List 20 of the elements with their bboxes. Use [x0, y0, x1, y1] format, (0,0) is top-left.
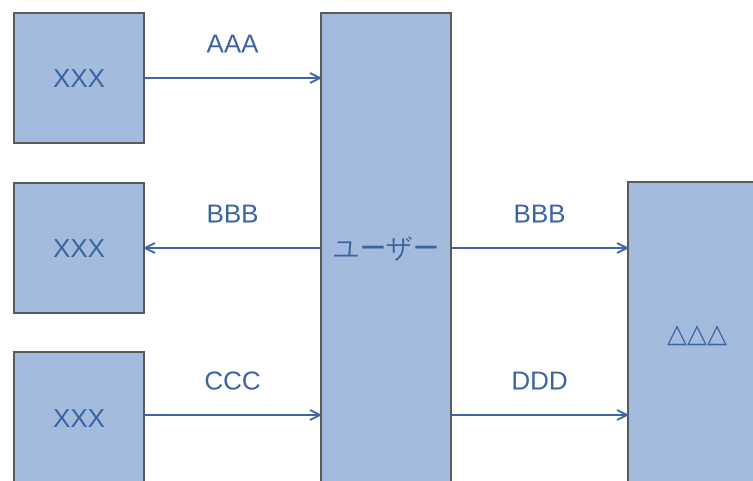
- node-label: ユーザー: [333, 232, 439, 264]
- arrow: [145, 409, 321, 421]
- process-box: [320, 12, 452, 481]
- arrow: [145, 72, 321, 84]
- edge-label: AAA: [206, 28, 259, 60]
- node-label: XXX: [52, 232, 106, 264]
- arrow: [144, 242, 320, 254]
- arrow: [452, 242, 628, 254]
- edge-label: CCC: [204, 366, 261, 396]
- node-label: △△△: [667, 318, 727, 348]
- process-box: [627, 181, 753, 481]
- arrow: [452, 409, 628, 421]
- edge-label: BBB: [513, 198, 566, 230]
- process-box: [13, 351, 145, 481]
- process-box: [13, 182, 145, 314]
- edge-label: DDD: [511, 366, 568, 396]
- node-label: XXX: [52, 402, 106, 434]
- node-label: XXX: [52, 62, 106, 94]
- process-box: [13, 12, 145, 144]
- edge-label: BBB: [206, 198, 259, 230]
